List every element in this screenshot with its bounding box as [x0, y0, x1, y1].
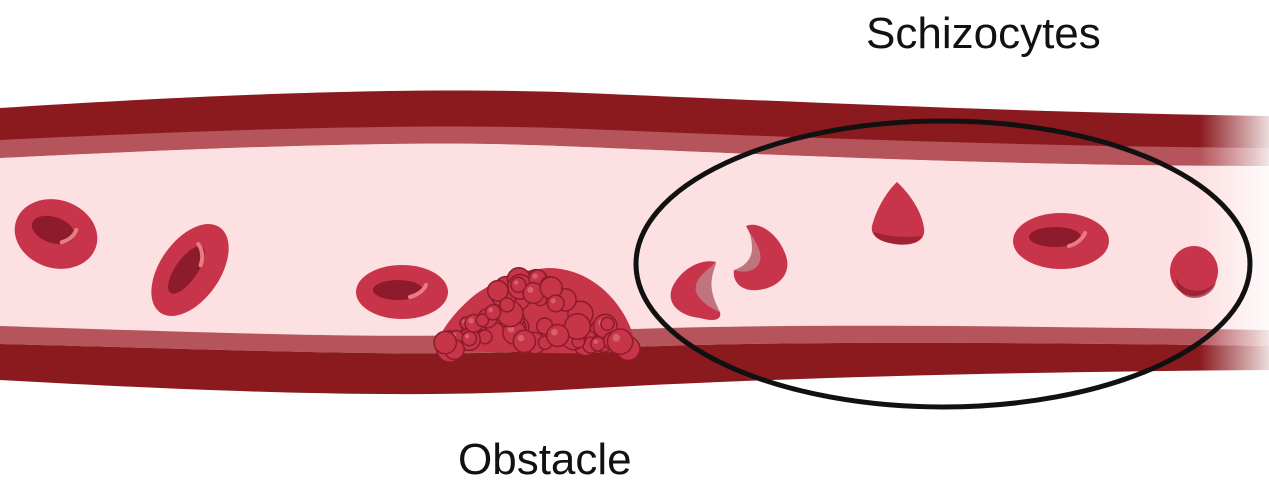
- clot-highlight: [488, 308, 493, 313]
- clot-highlight: [533, 274, 538, 279]
- clot-highlight: [551, 298, 556, 303]
- clot-clump: [511, 277, 526, 292]
- clot-highlight: [527, 287, 533, 293]
- clot-clump: [547, 325, 569, 347]
- clot-clump: [462, 331, 476, 345]
- clot-highlight: [613, 334, 621, 342]
- clot-highlight: [469, 318, 474, 323]
- red-blood-cell: [1013, 213, 1109, 269]
- clot-highlight: [465, 334, 469, 338]
- obstacle-label: Obstacle: [458, 438, 632, 482]
- schizocytes-label: Schizocytes: [866, 12, 1101, 56]
- clot-highlight: [518, 335, 525, 342]
- clot-clump: [513, 330, 535, 352]
- clot-highlight: [594, 340, 598, 344]
- clot-clump: [601, 317, 614, 330]
- red-blood-cell: [356, 265, 448, 319]
- clot-clump: [434, 331, 456, 353]
- clot-clump: [500, 298, 514, 312]
- vessel-fade: [1200, 100, 1269, 390]
- clot-highlight: [514, 280, 518, 284]
- clot-clump: [485, 305, 500, 320]
- clot-highlight: [551, 329, 558, 336]
- clot-clump: [547, 295, 564, 312]
- clot-clump: [591, 337, 605, 351]
- clot-clump: [608, 329, 633, 354]
